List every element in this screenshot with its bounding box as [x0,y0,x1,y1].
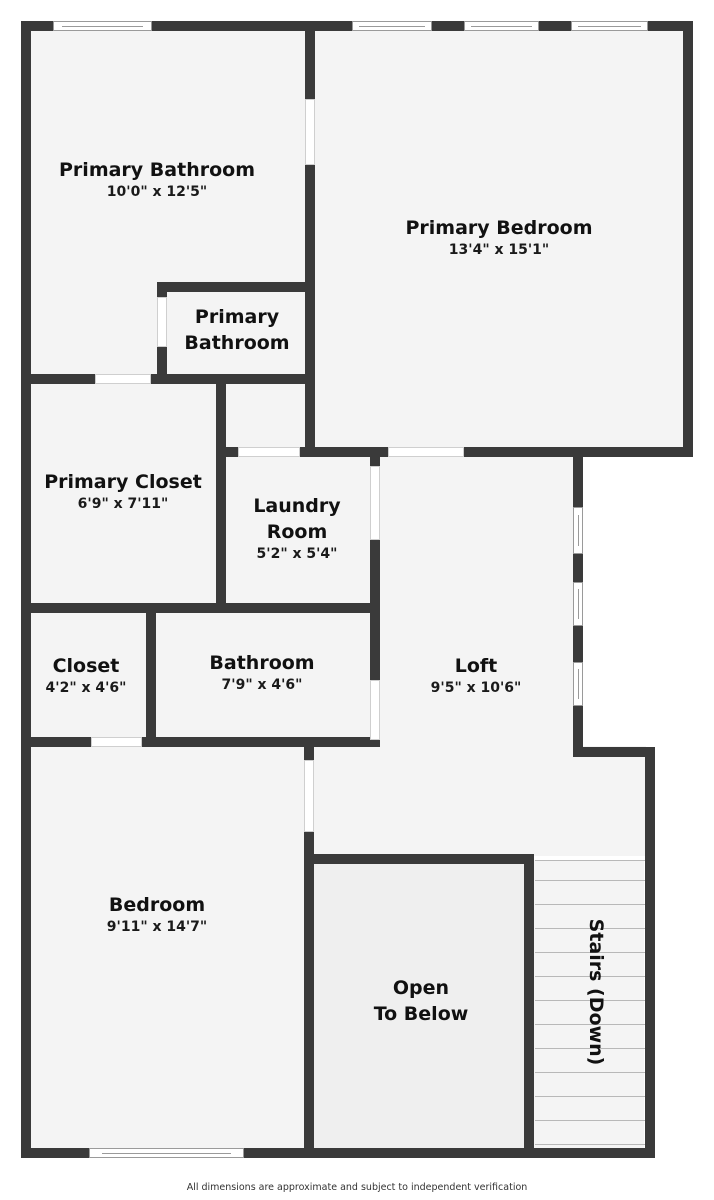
wall-bedroom-bottom [370,447,693,457]
room-dimensions: 6'9" x 7'11" [77,496,169,512]
room-dimensions: 4'2" x 4'6" [45,680,127,696]
wall-small-bath-top [157,282,315,292]
door-small-bath[interactable] [157,297,167,347]
door-bath-bedroom[interactable] [305,99,315,165]
floor-laundry [224,384,370,604]
floor-loft-lower [312,746,646,856]
stair-tread [535,1120,645,1121]
stair-tread [535,860,645,861]
wall-right-upper [683,21,693,457]
door-bedroom-loft-lower[interactable] [304,760,314,832]
window-loft-1 [573,507,583,554]
floor-closet [30,612,146,738]
wall-row3-bottom [21,737,380,747]
room-name: Bathroom [209,652,315,674]
room-label-stairs: Stairs (Down) [585,918,607,1066]
wall-row2-bottom [21,603,380,613]
room-name: To Below [373,1003,469,1025]
room-name: Laundry [253,495,341,517]
door-bedroom-loft[interactable] [388,447,464,457]
wall-bottom [21,1148,655,1158]
room-label-bathroom: Bathroom 7'9" x 4'6" [209,650,314,694]
stair-tread [535,1072,645,1073]
disclaimer-footer: All dimensions are approximate and subje… [186,1182,528,1193]
stair-tread [535,904,645,905]
room-label-laundry-room: Laundry Room 5'2" x 5'4" [253,493,340,563]
room-label-open-to-below: Open To Below [374,975,469,1027]
window-bedroom [89,1148,244,1158]
wall-left [21,21,31,1158]
room-label-primary-bathroom: Primary Bathroom 10'0" x 12'5" [59,157,255,201]
stair-tread [535,976,645,977]
stair-tread [535,1024,645,1025]
stair-tread [535,952,645,953]
floor-primary-bathroom [30,30,306,376]
stair-tread [535,928,645,929]
room-dimensions: 9'5" x 10'6" [430,680,522,696]
floor-bedroom [30,746,304,1148]
wall-open-right [524,854,534,1158]
wall-laundry-right [370,447,380,745]
door-laundry-loft[interactable] [370,466,380,540]
room-label-loft: Loft 9'5" x 10'6" [431,653,522,697]
stair-tread [535,1000,645,1001]
wall-loft-step [573,747,655,757]
floor-primary-bedroom [314,30,684,448]
window-primary-bedroom-3 [571,21,648,31]
room-name: Primary Bedroom [405,217,593,239]
room-name: Bathroom [184,332,290,354]
wall-row1-bottom [21,374,315,384]
stair-tread [535,1144,645,1145]
room-label-primary-closet: Primary Closet 6'9" x 7'11" [44,469,202,513]
room-dimensions: 5'2" x 5'4" [256,546,338,562]
wall-bedroom-right [304,737,314,1158]
room-name: Closet [52,655,120,677]
room-label-bedroom: Bedroom 9'11" x 14'7" [107,892,207,936]
stair-tread [535,1048,645,1049]
stair-tread [535,1096,645,1097]
stair-tread [535,880,645,881]
wall-open-top [304,854,534,864]
room-name: Bedroom [108,894,206,916]
wall-closet-bath [146,603,156,746]
window-loft-2 [573,582,583,626]
room-label-closet: Closet 4'2" x 4'6" [46,653,127,697]
room-dimensions: 7'9" x 4'6" [221,677,303,693]
window-primary-bath [53,21,152,31]
room-name: Primary Bathroom [59,159,255,181]
door-closet-bath[interactable] [95,374,151,384]
room-dimensions: 10'0" x 12'5" [106,184,208,200]
window-loft-3 [573,662,583,706]
room-name: Room [266,521,328,543]
room-name: Primary [194,306,280,328]
window-primary-bedroom-1 [352,21,432,31]
floor-bathroom [154,612,370,738]
window-primary-bedroom-2 [464,21,539,31]
room-label-primary-bedroom: Primary Bedroom 13'4" x 15'1" [405,215,592,259]
door-closet-bedroom[interactable] [91,737,142,747]
wall-right-lower [645,747,655,1158]
room-name: Loft [454,655,498,677]
door-bathroom-loft[interactable] [370,680,380,740]
wall-closet-laundry [216,374,226,612]
door-laundry-top[interactable] [238,447,300,457]
room-label-primary-bathroom-small: Primary Bathroom [184,304,289,356]
room-name: Open [392,977,450,999]
room-dimensions: 13'4" x 15'1" [448,242,550,258]
room-dimensions: 9'11" x 14'7" [106,919,208,935]
floor-primary-closet [30,384,216,604]
wall-bath-bedroom [305,21,315,457]
room-name: Primary Closet [44,471,202,493]
floor-stairs [534,860,644,1148]
floor-open-to-below [314,864,524,1148]
